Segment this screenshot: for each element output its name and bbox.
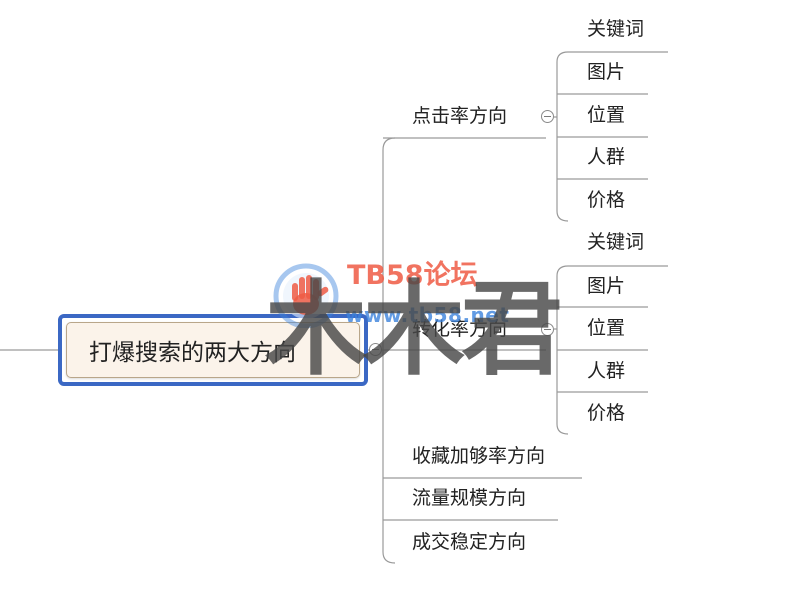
topic-cvr-keyword[interactable]: 关键词	[587, 231, 645, 253]
cvr-collapse-icon[interactable]	[541, 323, 554, 336]
root-collapse-icon[interactable]	[369, 343, 382, 356]
watermark-site-url: www.tb58.net	[345, 303, 510, 327]
topic-favorite-rate[interactable]: 收藏加够率方向	[412, 445, 546, 467]
topic-ctr-image[interactable]: 图片	[587, 61, 626, 83]
topic-traffic-scale[interactable]: 流量规模方向	[412, 487, 527, 509]
topic-ctr-position[interactable]: 位置	[587, 104, 626, 126]
topic-cvr-audience[interactable]: 人群	[587, 360, 626, 382]
ctr-collapse-icon[interactable]	[541, 110, 554, 123]
hand-logo-icon	[273, 263, 339, 328]
topic-ctr-audience[interactable]: 人群	[587, 146, 626, 168]
topic-ctr-keyword[interactable]: 关键词	[587, 18, 645, 40]
topic-stable-sales[interactable]: 成交稳定方向	[412, 531, 527, 553]
topic-cvr-position[interactable]: 位置	[587, 317, 626, 339]
topic-cvr-price[interactable]: 价格	[587, 402, 626, 424]
topic-cvr-direction[interactable]: 转化率方向	[412, 318, 508, 340]
topic-ctr-price[interactable]: 价格	[587, 189, 626, 211]
root-topic-label: 打爆搜索的两大方向	[66, 322, 360, 378]
topic-cvr-image[interactable]: 图片	[587, 275, 626, 297]
root-topic[interactable]: 打爆搜索的两大方向	[58, 314, 368, 386]
topic-ctr-direction[interactable]: 点击率方向	[412, 105, 508, 127]
watermark-site-name: TB58论坛	[347, 260, 478, 291]
